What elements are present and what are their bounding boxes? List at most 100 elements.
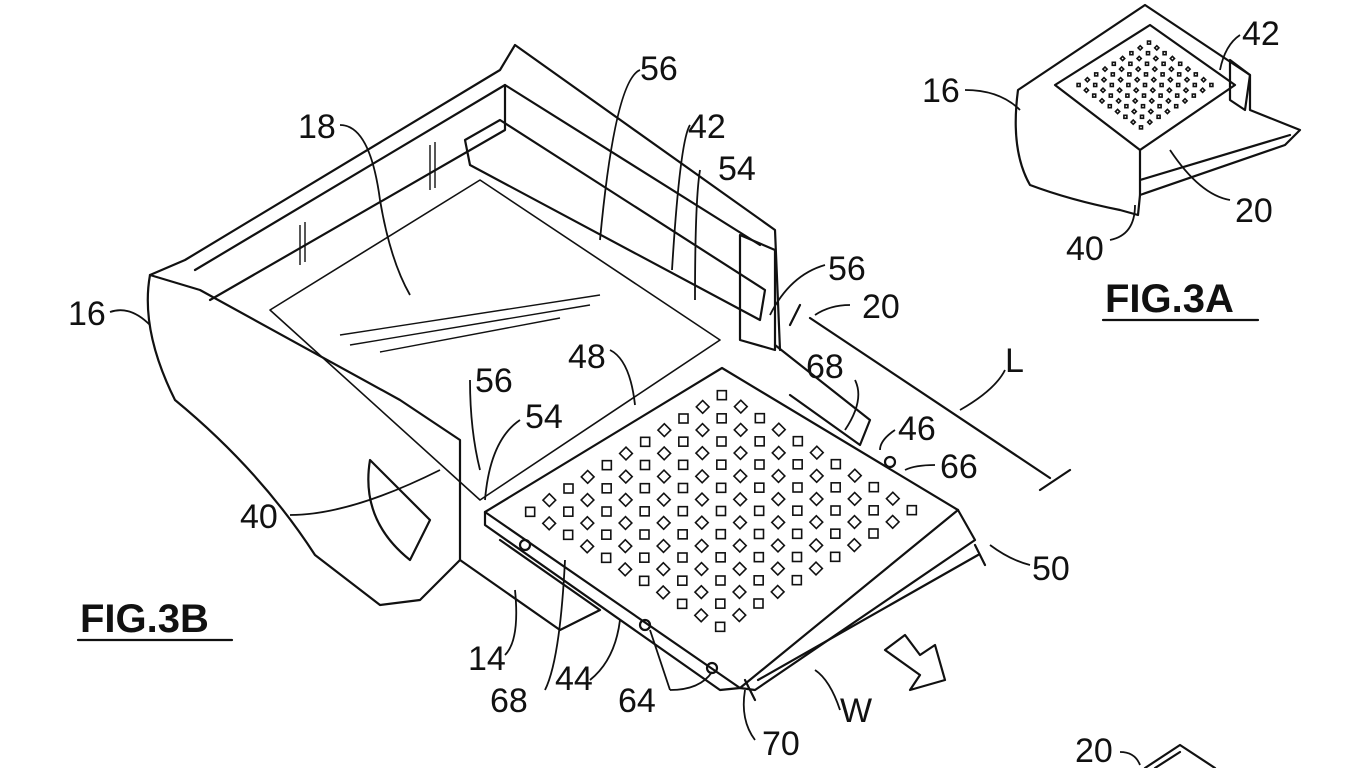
ramp-hole	[846, 537, 862, 553]
ramp-hole	[1099, 87, 1107, 94]
ramp-hole	[1108, 93, 1114, 98]
roller	[638, 618, 652, 632]
ramp-hole	[732, 538, 748, 554]
ramp-hole	[656, 422, 672, 438]
ref-18: 18	[298, 108, 336, 146]
partial-figure: 20	[1075, 732, 1217, 768]
ref-68: 68	[490, 682, 528, 720]
ramp-hole	[1101, 65, 1109, 73]
ramp-hole	[618, 469, 634, 485]
ramp-hole	[601, 483, 612, 494]
ramp-hole	[830, 528, 841, 539]
ramp-hole	[733, 445, 748, 461]
ramp-hole	[1183, 76, 1191, 83]
ramp-hole	[656, 538, 671, 554]
ramp-hole	[1148, 97, 1156, 105]
ramp-hole	[617, 538, 633, 554]
fig3a-hole-pattern	[1076, 40, 1214, 130]
ramp-hole	[1135, 55, 1143, 62]
ramp-hole	[1114, 108, 1121, 115]
ramp-hole	[792, 459, 803, 470]
ramp-hole	[1125, 93, 1130, 98]
ramp-hole	[1145, 50, 1151, 56]
ramp-hole	[1159, 82, 1164, 88]
ramp-hole	[1128, 61, 1133, 67]
ramp-hole	[716, 413, 727, 424]
roller	[518, 538, 532, 552]
ramp-hole	[770, 584, 786, 600]
ramp-hole	[847, 468, 863, 484]
ref-48: 48	[568, 338, 606, 376]
ramp-hole	[885, 514, 901, 530]
ramp-hole	[694, 445, 710, 461]
ramp-hole	[1119, 55, 1126, 62]
ref-20: 20	[862, 288, 900, 326]
ramp-hole	[1167, 76, 1174, 83]
ramp-hole	[1164, 108, 1171, 115]
ramp-hole	[579, 538, 595, 554]
ramp-hole	[1100, 76, 1108, 83]
ramp-hole	[1124, 103, 1129, 109]
ramp-hole	[1149, 87, 1157, 94]
ramp-hole	[715, 482, 727, 494]
ramp-hole	[639, 482, 651, 494]
ramp-hole	[600, 552, 612, 564]
ramp-hole	[1092, 82, 1098, 88]
ref-42: 42	[1242, 15, 1280, 53]
ramp-hole	[808, 537, 824, 553]
ref-68: 68	[806, 348, 844, 386]
ramp-hole	[753, 505, 765, 517]
ramp-hole	[732, 491, 748, 507]
ramp-hole	[677, 529, 688, 540]
ramp-hole	[562, 529, 574, 541]
ramp-hole	[753, 551, 765, 563]
ramp-hole	[694, 515, 710, 531]
ramp-hole	[1199, 87, 1206, 94]
ramp-hole	[1158, 93, 1163, 98]
ramp-hole	[639, 529, 650, 540]
ramp-hole	[830, 458, 842, 470]
ramp-hole	[754, 459, 765, 470]
ramp-hole	[770, 514, 786, 530]
ramp-hole	[695, 399, 711, 415]
ramp-hole	[732, 584, 747, 600]
ramp-hole	[656, 469, 672, 484]
dimension-lines	[743, 303, 1072, 702]
fig-3a-title: FIG.3A	[1105, 277, 1234, 321]
ramp-hole	[639, 552, 650, 563]
roller	[883, 455, 897, 469]
ramp-hole	[694, 561, 709, 577]
ramp-hole	[655, 561, 671, 577]
ramp-hole	[541, 492, 557, 508]
ramp-hole	[1177, 61, 1183, 67]
ramp-hole	[1152, 55, 1160, 62]
ramp-hole	[601, 506, 612, 517]
ramp-hole	[1134, 65, 1142, 73]
ramp-hole	[753, 528, 765, 540]
ramp-hole	[754, 412, 766, 424]
ramp-hole	[676, 598, 688, 610]
ramp-hole	[677, 575, 688, 586]
ref-56: 56	[475, 362, 513, 400]
ramp-hole	[830, 505, 841, 516]
ramp-hole	[770, 561, 786, 577]
leader-lines	[109, 69, 1031, 741]
ramp-hole	[693, 607, 709, 623]
ramp-hole	[1129, 118, 1137, 126]
ramp-hole	[1093, 72, 1099, 77]
ref-66: 66	[940, 448, 978, 486]
ramp-hole	[618, 446, 634, 461]
ramp-hole	[639, 459, 651, 471]
ramp-hole	[563, 483, 574, 494]
ramp-hole	[1153, 44, 1161, 52]
ramp-hole	[753, 598, 764, 609]
fig3a-drawing: 16 42 20 40 FIG.3A	[922, 3, 1302, 322]
ramp-hole	[1110, 72, 1116, 77]
ramp-hole	[1084, 76, 1091, 83]
ramp-hole	[639, 436, 651, 448]
ramp-hole	[771, 468, 786, 484]
ramp-hole	[1182, 87, 1190, 94]
ramp-hole	[715, 575, 726, 586]
ramp-hole	[1107, 103, 1113, 109]
ramp-hole	[754, 436, 765, 447]
